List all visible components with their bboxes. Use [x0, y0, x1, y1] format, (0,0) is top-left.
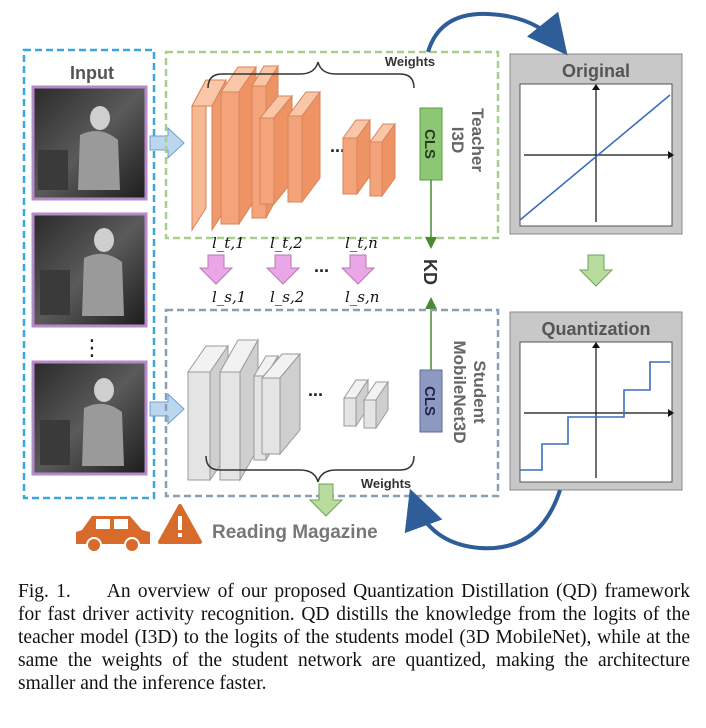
caption-text: An overview of our proposed Quantization… [18, 581, 690, 694]
warning-icon [158, 504, 202, 544]
teacher-title-line2: I3D [448, 127, 467, 153]
teacher-weights-label: Weights [385, 54, 435, 69]
teacher-logit-n: l_t,n [345, 234, 378, 252]
student-cls-label: CLS [421, 386, 438, 416]
teacher-block [287, 90, 321, 204]
quantization-plot-panel: Quantization [509, 311, 683, 491]
input-frame-1 [31, 85, 148, 201]
predicted-activity-label: Reading Magazine [212, 522, 378, 543]
student-title-line2: MobileNet3D [450, 341, 469, 444]
weights-to-original-curve-arrow [426, 11, 568, 56]
input-ellipsis: ⋮ [81, 336, 103, 361]
figure-caption: Fig. 1.An overview of our proposed Quant… [18, 580, 690, 695]
teacher-weights-brace [207, 61, 415, 89]
input-panel: Input ⋮ [22, 48, 156, 500]
teacher-block [369, 122, 396, 198]
student-title-line1: Student [470, 360, 489, 424]
quantization-step-line [520, 361, 670, 471]
student-logit-2: l_s,2 [270, 288, 304, 306]
teacher-title-line1: Teacher [468, 108, 487, 172]
original-identity-line [519, 94, 671, 221]
teacher-panel: ... Weights CLS Teacher I3D [164, 50, 500, 240]
output-prediction: Reading Magazine [76, 504, 378, 553]
student-cls-box [419, 369, 443, 433]
quantization-plot-title: Quantization [542, 319, 651, 339]
teacher-block [342, 118, 371, 196]
student-block [343, 378, 369, 428]
teacher-block [220, 65, 257, 226]
quantization-to-weights-curve-arrow [404, 488, 562, 551]
original-to-quantization-arrow [578, 254, 614, 287]
logit-ellipsis: ... [314, 256, 329, 276]
student-logit-1: l_s,1 [212, 288, 246, 306]
original-plot-title: Original [562, 61, 630, 81]
teacher-cls-label: CLS [421, 129, 438, 159]
student-to-output-arrow [308, 483, 344, 517]
teacher-logit-2: l_t,2 [270, 234, 303, 252]
input-frame-2 [31, 212, 148, 328]
student-block [363, 380, 389, 430]
caption-label: Fig. 1. [18, 581, 71, 602]
logit-arrow-2 [265, 254, 301, 285]
student-block [260, 352, 302, 456]
input-to-teacher-arrow [149, 126, 185, 160]
logit-transfer: l_t,1 l_t,2 l_t,n ... l_s,1 l_s,2 l_s,n [198, 234, 379, 306]
teacher-ellipsis: ... [330, 136, 345, 156]
student-weights-label: Weights [361, 476, 411, 491]
student-logit-n: l_s,n [345, 288, 379, 306]
student-panel: ... Weights CLS Student MobileNet3D [164, 308, 500, 498]
teacher-block [258, 94, 294, 206]
student-block [219, 338, 259, 482]
student-ellipsis: ... [308, 380, 323, 400]
teacher-logit-1: l_t,1 [212, 234, 245, 252]
student-weights-brace [205, 455, 415, 483]
qd-framework-figure: Input ⋮ [22, 11, 683, 553]
original-plot-panel: Original [509, 53, 683, 235]
logit-arrow-n [340, 254, 376, 285]
car-icon [76, 516, 150, 553]
input-frame-3 [31, 360, 148, 476]
input-label: Input [70, 63, 114, 83]
kd-label: KD [420, 259, 440, 285]
logit-arrow-1 [198, 254, 234, 285]
